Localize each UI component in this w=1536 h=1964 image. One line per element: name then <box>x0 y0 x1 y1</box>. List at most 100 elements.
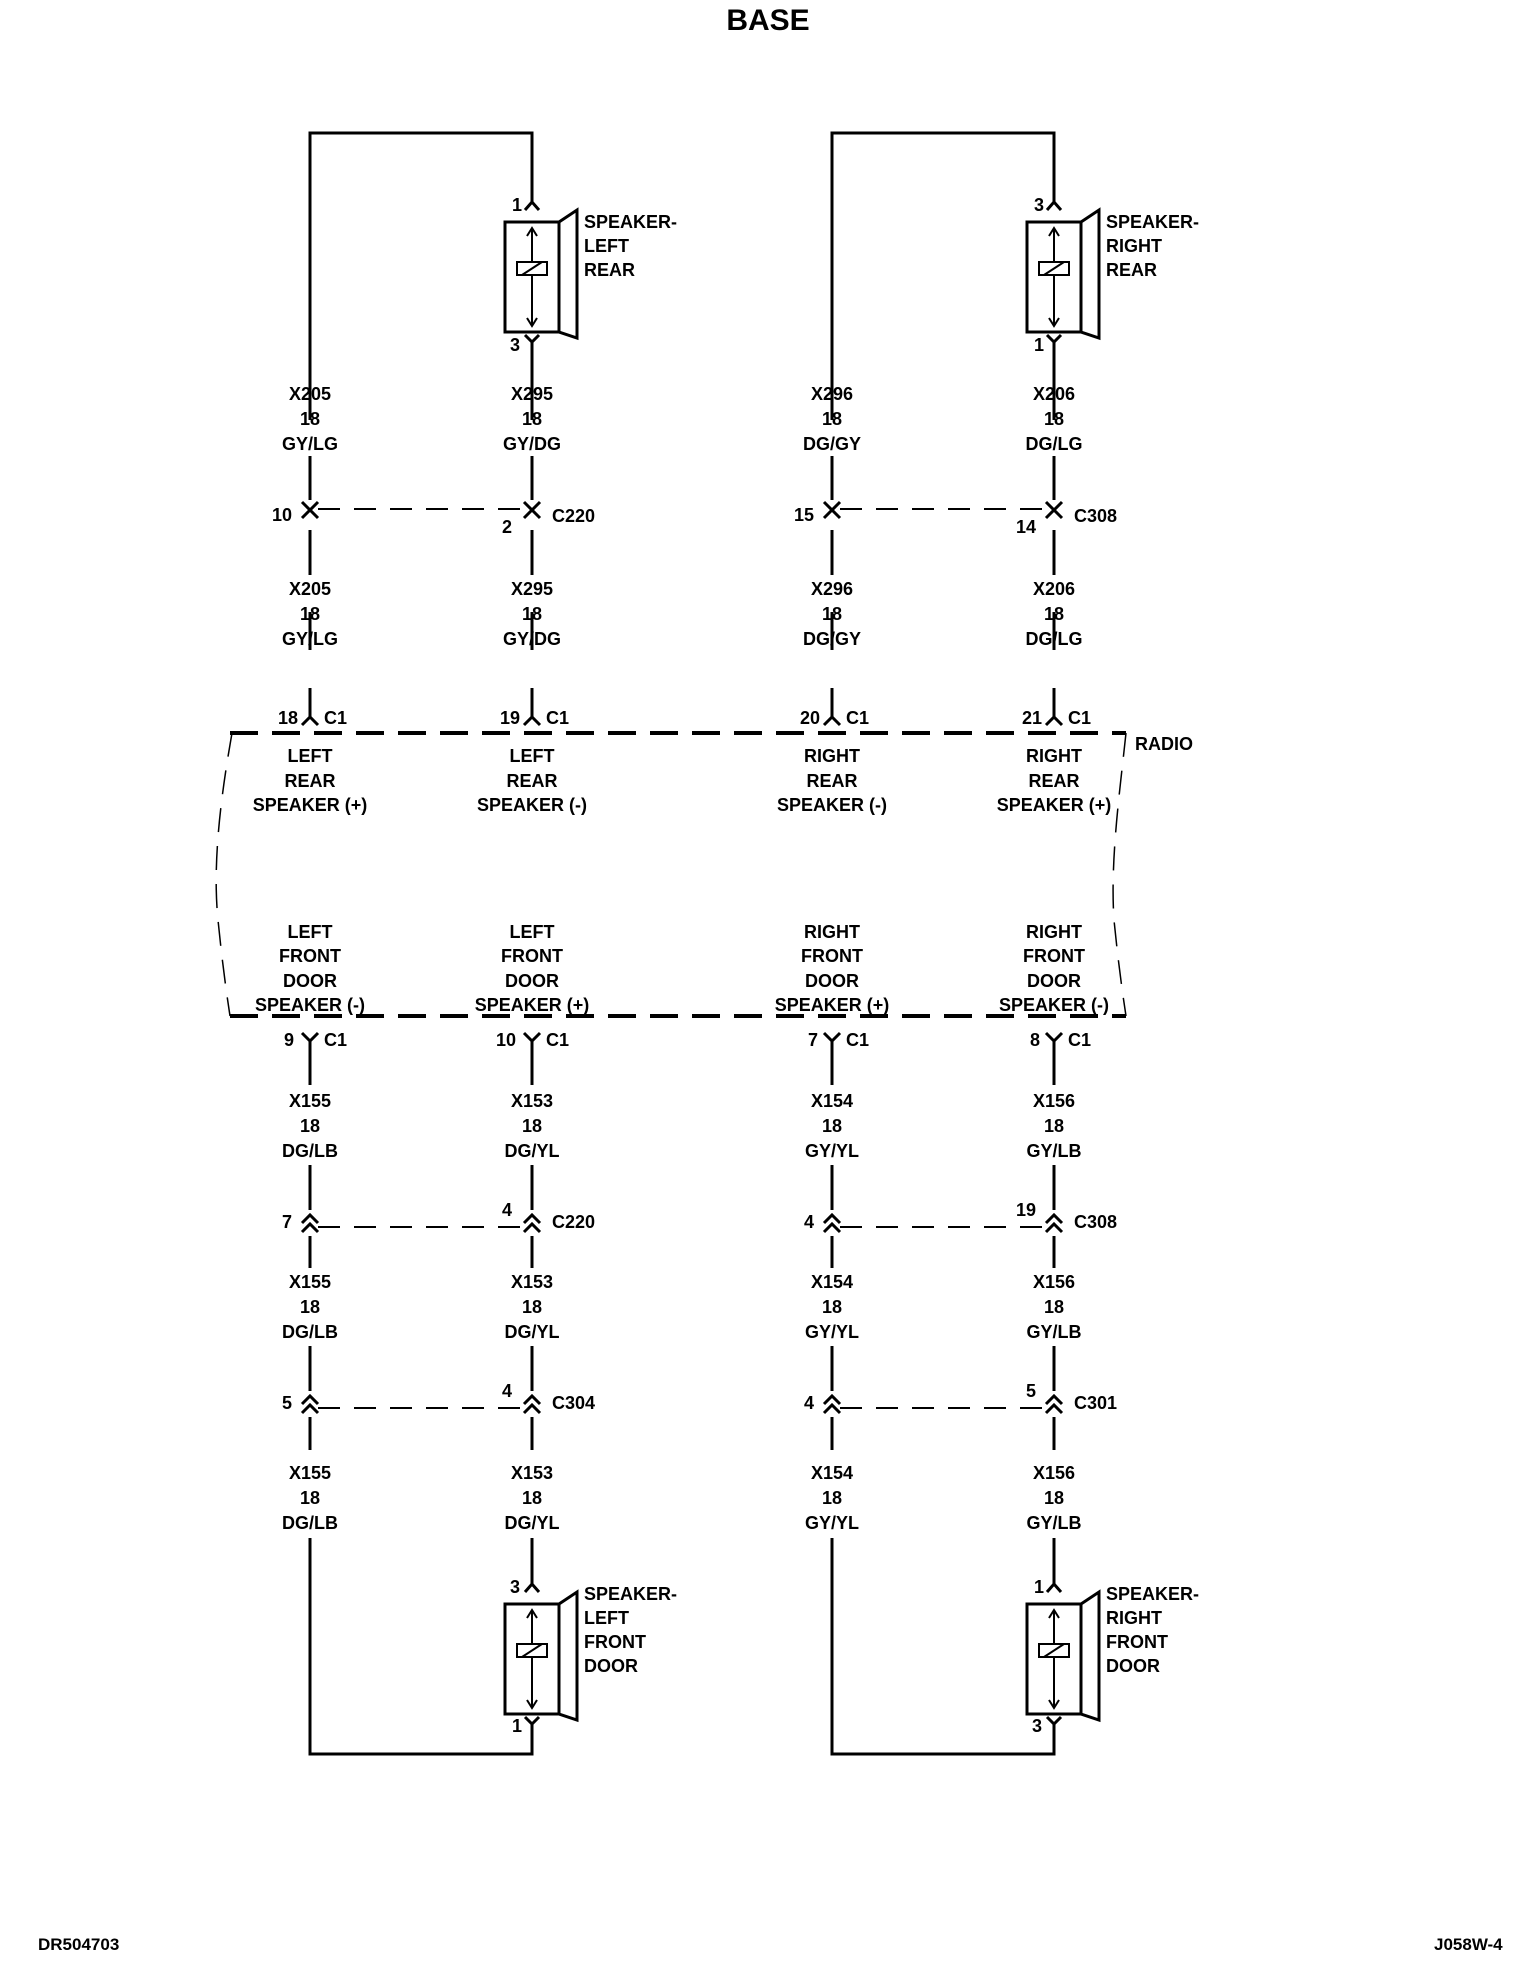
wire-id: X155 <box>289 1463 331 1483</box>
wire-id: X206 <box>1033 579 1075 599</box>
connector-c308-top: 15 14 C308 <box>794 500 1117 537</box>
wire-color: DG/LB <box>282 1322 338 1342</box>
connector-pin: 4 <box>804 1393 814 1413</box>
footer-right-code: J058W-4 <box>1434 1935 1503 1954</box>
wire-id: X154 <box>811 1272 853 1292</box>
radio-function-line: FRONT <box>801 946 863 966</box>
radio-pin-connector: C1 <box>1068 1030 1091 1050</box>
wire-gauge: 18 <box>300 409 320 429</box>
radio-function-right-rear-neg: RIGHT REAR SPEAKER (-) <box>777 746 887 815</box>
wire-id: X153 <box>511 1091 553 1111</box>
speaker-pin-bottom: 3 <box>510 335 520 355</box>
radio-pin-20: 20 C1 <box>800 708 869 728</box>
radio-pin-number: 8 <box>1030 1030 1040 1050</box>
wire-id: X155 <box>289 1091 331 1111</box>
connector-c220-bottom: 7 4 C220 <box>282 1200 595 1234</box>
radio-function-left-rear-pos: LEFT REAR SPEAKER (+) <box>253 746 368 815</box>
radio-function-line: LEFT <box>288 922 333 942</box>
radio-function-line: SPEAKER (-) <box>999 995 1109 1015</box>
speaker-label-line: REAR <box>584 260 635 280</box>
speaker-label-line: DOOR <box>584 1656 638 1676</box>
radio-pin-10: 10 C1 <box>496 1030 569 1052</box>
wire-gauge: 18 <box>300 1297 320 1317</box>
wire-gauge: 18 <box>300 604 320 624</box>
radio-function-line: SPEAKER (+) <box>475 995 590 1015</box>
wire-gauge: 18 <box>522 1116 542 1136</box>
wire-color: DG/LG <box>1026 629 1083 649</box>
wire-color: DG/LG <box>1026 434 1083 454</box>
radio-function-line: DOOR <box>805 971 859 991</box>
connector-pin: 15 <box>794 505 814 525</box>
speaker-pin-top: 1 <box>512 195 522 215</box>
radio-pin-7: 7 C1 <box>808 1030 869 1052</box>
connector-name: C304 <box>552 1393 595 1413</box>
connector-pin: 4 <box>804 1212 814 1232</box>
radio-pin-19: 19 C1 <box>500 708 569 728</box>
radio-pin-connector: C1 <box>546 1030 569 1050</box>
wire-color: GY/YL <box>805 1513 859 1533</box>
connector-pin: 5 <box>1026 1381 1036 1401</box>
wire-id: X296 <box>811 384 853 404</box>
connector-name: C308 <box>1074 506 1117 526</box>
radio-pin-21: 21 C1 <box>1022 708 1091 728</box>
connector-pin: 2 <box>502 517 512 537</box>
radio-pin-number: 10 <box>496 1030 516 1050</box>
wire-color: DG/GY <box>803 629 861 649</box>
radio-pin-connector: C1 <box>324 1030 347 1050</box>
wire-color: DG/YL <box>504 1513 559 1533</box>
radio-function-line: REAR <box>806 771 857 791</box>
speaker-pin-bottom: 1 <box>1034 335 1044 355</box>
radio-label: RADIO <box>1135 734 1193 754</box>
connector-pin: 10 <box>272 505 292 525</box>
radio-function-line: DOOR <box>1027 971 1081 991</box>
wire-color: DG/LB <box>282 1141 338 1161</box>
radio-pin-number: 21 <box>1022 708 1042 728</box>
wire-color: GY/LB <box>1026 1513 1081 1533</box>
radio-pin-9: 9 C1 <box>284 1030 347 1052</box>
speaker-label-line: DOOR <box>1106 1656 1160 1676</box>
wire-id: X154 <box>811 1463 853 1483</box>
speaker-pin-top: 1 <box>1034 1577 1044 1597</box>
wire-gauge: 18 <box>822 1116 842 1136</box>
speaker-right-rear: 3 1 SPEAKER- RIGHT REAR <box>1025 195 1199 355</box>
radio-module: RADIO 18 C1 19 C1 20 C1 21 C1 LEFT REAR … <box>215 708 1193 1052</box>
radio-pin-connector: C1 <box>324 708 347 728</box>
footer-left-code: DR504703 <box>38 1935 119 1954</box>
wire-color: DG/YL <box>504 1322 559 1342</box>
radio-pin-connector: C1 <box>1068 708 1091 728</box>
speaker-label-line: LEFT <box>584 236 629 256</box>
speaker-label-line: REAR <box>1106 260 1157 280</box>
speaker-left-rear: 1 3 SPEAKER- LEFT REAR <box>503 195 677 355</box>
radio-function-line: DOOR <box>283 971 337 991</box>
wire-color: GY/LG <box>282 629 338 649</box>
radio-function-line: REAR <box>1028 771 1079 791</box>
speaker-label-line: SPEAKER- <box>584 1584 677 1604</box>
wire-color: GY/DG <box>503 434 561 454</box>
radio-function-line: DOOR <box>505 971 559 991</box>
connector-pin: 19 <box>1016 1200 1036 1220</box>
speaker-label-line: LEFT <box>584 1608 629 1628</box>
wire-id: X156 <box>1033 1091 1075 1111</box>
wire-color: GY/YL <box>805 1141 859 1161</box>
radio-pin-connector: C1 <box>846 1030 869 1050</box>
wire-color: DG/GY <box>803 434 861 454</box>
wire-id: X205 <box>289 384 331 404</box>
speaker-left-front-door: 3 1 SPEAKER- LEFT FRONT DOOR <box>503 1577 677 1736</box>
wire-color: GY/LG <box>282 434 338 454</box>
wire-gauge: 18 <box>1044 604 1064 624</box>
wire-color: GY/LB <box>1026 1322 1081 1342</box>
